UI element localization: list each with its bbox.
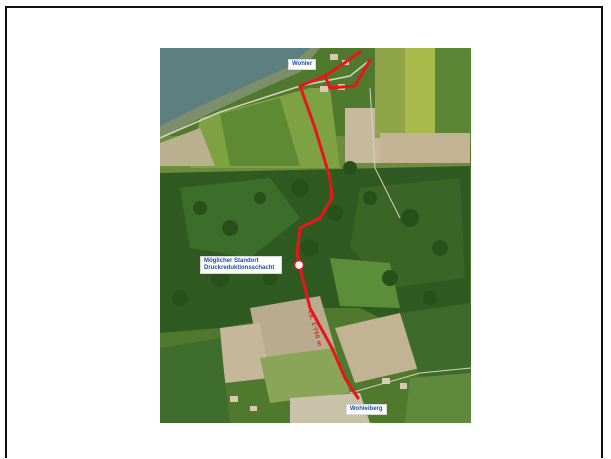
road-east bbox=[369, 87, 401, 219]
field-southwest bbox=[160, 338, 230, 423]
field-east-bare bbox=[380, 133, 470, 163]
label-standort-line1: Möglicher Standort bbox=[204, 258, 259, 264]
field-south-6 bbox=[405, 373, 471, 423]
field-south-2 bbox=[220, 323, 270, 383]
field-east-dark bbox=[435, 48, 471, 148]
field-stripes bbox=[220, 98, 300, 166]
water-pipe-route bbox=[295, 50, 372, 400]
forest-patch-2 bbox=[350, 178, 465, 288]
label-standort-line2: Druckreduktionsschacht bbox=[204, 265, 275, 271]
clearing bbox=[330, 258, 400, 308]
label-standort: Möglicher Standort Druckreduktionsschach… bbox=[200, 256, 282, 274]
field-bare bbox=[160, 128, 215, 166]
field-south-5 bbox=[400, 303, 471, 378]
field-bare-2 bbox=[345, 108, 380, 163]
location-marker-icon[interactable] bbox=[293, 259, 305, 271]
field-south-1 bbox=[250, 296, 335, 358]
shoreline bbox=[160, 48, 320, 140]
aerial-map: Wohler Möglicher Standort Druckreduktion… bbox=[160, 48, 471, 423]
field-east-light bbox=[405, 48, 435, 138]
label-wohleiberg: Wohleiberg bbox=[346, 404, 387, 415]
field-south-3 bbox=[260, 348, 350, 403]
field-east bbox=[375, 48, 410, 138]
road-south bbox=[349, 367, 471, 394]
lake bbox=[160, 48, 310, 126]
forest-patch bbox=[180, 178, 300, 258]
label-wohler: Wohler bbox=[288, 59, 317, 70]
field-bottom bbox=[290, 393, 370, 423]
field-south-4 bbox=[335, 313, 420, 383]
map-imagery bbox=[160, 48, 471, 423]
